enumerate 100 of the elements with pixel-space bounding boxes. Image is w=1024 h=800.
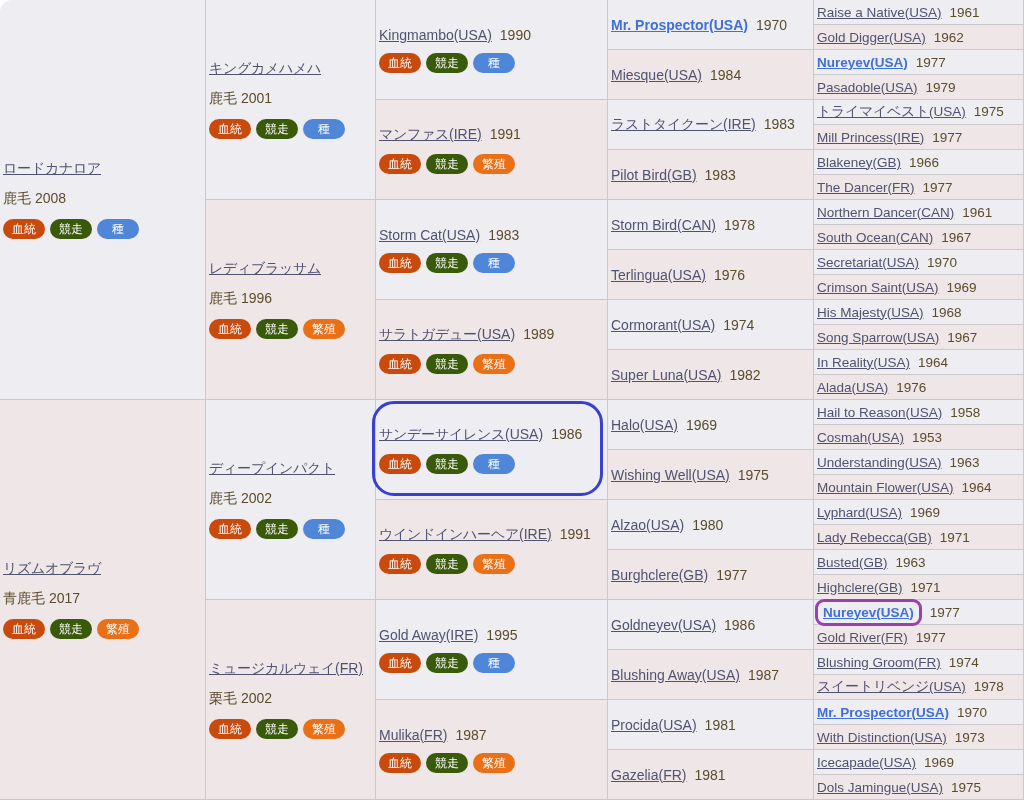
horse-name-link: Mill Princess(IRE)	[817, 129, 925, 145]
horse-name-link: Cosmah(USA)	[817, 429, 905, 445]
pedigree-cell	[814, 450, 1024, 475]
pedigree-cell	[814, 725, 1024, 750]
pedigree-cell	[814, 375, 1024, 400]
category-badge: 血統	[3, 219, 45, 239]
birth-year: 1991	[489, 125, 521, 142]
horse-name-link: Pilot Bird(GB)	[611, 166, 697, 183]
category-badge: 繁殖	[303, 719, 345, 739]
category-badge: 繁殖	[473, 353, 515, 374]
horse-name-link: Terlingua(USA)	[611, 266, 706, 283]
category-badge: 血統	[379, 652, 421, 673]
birth-year: 1979	[925, 79, 956, 95]
horse-name-link: In Reality(USA)	[817, 354, 911, 370]
pedigree-cell	[814, 425, 1024, 450]
pedigree-cell	[0, 0, 206, 400]
birth-year: 1968	[931, 304, 962, 320]
birth-year: 1977	[932, 129, 963, 145]
coat-and-year: 鹿毛 1996	[209, 290, 273, 308]
pedigree-cell	[814, 475, 1024, 500]
pedigree-cell	[608, 0, 814, 50]
pedigree-cell	[206, 200, 376, 400]
birth-year: 1964	[961, 479, 992, 495]
category-badge: 競走	[426, 52, 468, 73]
birth-year: 1977	[716, 566, 748, 583]
category-badge: 血統	[209, 319, 251, 339]
category-badge: 競走	[426, 553, 468, 574]
horse-name-link: Lyphard(USA)	[817, 504, 903, 520]
pedigree-cell	[814, 100, 1024, 125]
horse-name-link: Gold Digger(USA)	[817, 29, 926, 45]
pedigree-cell	[376, 500, 608, 600]
pedigree-cell	[814, 300, 1024, 325]
birth-year: 1995	[486, 626, 518, 643]
pedigree-cell	[608, 250, 814, 300]
horse-name-link: Goldneyev(USA)	[611, 616, 717, 633]
birth-year: 1969	[685, 416, 718, 433]
horse-name-link: Blushing Groom(FR)	[817, 654, 941, 670]
category-badge: 種	[473, 52, 515, 73]
pedigree-cell	[608, 750, 814, 800]
birth-year: 1961	[949, 4, 980, 20]
horse-name-link: Blakeney(GB)	[817, 154, 902, 170]
category-badge: 血統	[379, 153, 421, 174]
birth-year: 1982	[729, 366, 761, 383]
pedigree-cell	[608, 600, 814, 650]
birth-year: 1981	[704, 716, 736, 733]
category-badge: 繁殖	[473, 752, 515, 773]
horse-name-link: スイートリベンジ(USA)	[817, 678, 966, 696]
horse-name-link: Cormorant(USA)	[611, 316, 716, 333]
pedigree-cell	[814, 225, 1024, 250]
birth-year: 1953	[912, 429, 943, 445]
horse-name-link: Hail to Reason(USA)	[817, 404, 943, 420]
coat-and-year: 鹿毛 2002	[209, 490, 273, 508]
horse-name-link: Mulika(FR)	[379, 726, 448, 743]
horse-name-link: South Ocean(CAN)	[817, 229, 934, 245]
coat-and-year: 鹿毛 2008	[3, 190, 67, 208]
birth-year: 1984	[710, 66, 742, 83]
pedigree-cell	[608, 50, 814, 100]
category-badge: 種	[303, 519, 345, 539]
category-badge: 血統	[379, 252, 421, 273]
horse-name-link: ロードカナロア	[3, 160, 101, 178]
horse-name-link: Gold River(FR)	[817, 629, 908, 645]
birth-year: 1974	[723, 316, 755, 333]
horse-name-link: リズムオブラヴ	[3, 560, 101, 578]
pedigree-cell	[814, 275, 1024, 300]
horse-name-link: Northern Dancer(CAN)	[817, 204, 955, 220]
horse-name-link: The Dancer(FR)	[817, 179, 915, 195]
horse-name-link: Pasadoble(USA)	[817, 79, 918, 95]
category-badge: 競走	[426, 153, 468, 174]
pedigree-cell	[814, 25, 1024, 50]
category-badge: 競走	[426, 652, 468, 673]
category-badge: 競走	[256, 519, 298, 539]
pedigree-cell	[814, 775, 1024, 800]
pedigree-cell	[814, 0, 1024, 25]
horse-name-link: ミュージカルウェイ(FR)	[209, 660, 363, 678]
birth-year: 1967	[941, 229, 972, 245]
category-badge: 血統	[379, 353, 421, 374]
pedigree-cell	[814, 175, 1024, 200]
category-badge: 競走	[426, 453, 468, 474]
horse-name-link: Miesque(USA)	[611, 66, 703, 83]
pedigree-cell	[608, 100, 814, 150]
pedigree-cell	[608, 400, 814, 450]
category-badge: 種	[473, 453, 515, 474]
horse-name-link: サンデーサイレンス(USA)	[379, 425, 544, 444]
pedigree-cell	[206, 0, 376, 200]
category-badge: 血統	[379, 453, 421, 474]
birth-year: 1971	[910, 579, 941, 595]
horse-name-link: ディープインパクト	[209, 460, 335, 478]
pedigree-cell	[376, 700, 608, 800]
category-badge: 繁殖	[473, 153, 515, 174]
pedigree-cell	[814, 600, 1024, 625]
horse-name-link: Kingmambo(USA)	[379, 26, 492, 43]
birth-year: 1987	[455, 726, 487, 743]
horse-name-link: トライマイベスト(USA)	[817, 103, 966, 121]
birth-year: 1969	[910, 504, 941, 520]
horse-name-link: Storm Cat(USA)	[379, 226, 481, 243]
horse-name-link: Halo(USA)	[611, 416, 678, 433]
birth-year: 1969	[946, 279, 977, 295]
category-badge: 種	[473, 252, 515, 273]
birth-year: 1976	[896, 379, 927, 395]
birth-year: 1987	[747, 666, 780, 683]
